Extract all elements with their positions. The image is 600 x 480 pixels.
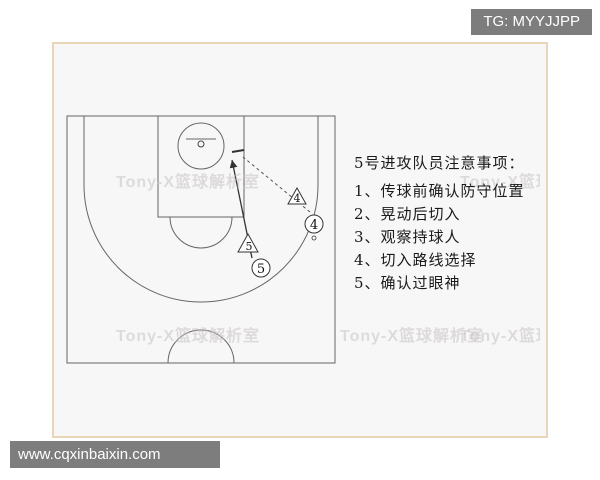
notes-item: 3、观察持球人 (354, 228, 461, 246)
defender-4-triangle (287, 186, 307, 205)
defender-5-triangle (237, 232, 259, 253)
watermark-text: Tony-X篮球解析室 (340, 328, 485, 345)
offense-5-circle (251, 258, 271, 278)
offense-4-circle (304, 214, 324, 234)
diagram-frame (52, 42, 548, 438)
free-throw-circle-upper (177, 122, 225, 147)
watermark-text: Tony-X篮球解析室 (116, 174, 261, 191)
notes-item: 5、确认过眼神 (354, 274, 461, 292)
free-throw-circle-lower (169, 216, 233, 249)
paint-key (157, 115, 245, 218)
defender-5-label: 5 (246, 240, 253, 253)
offense-4-label: 4 (310, 218, 318, 233)
rim (197, 140, 205, 148)
offense-4-dot (311, 235, 317, 241)
defender-4-label: 4 (294, 192, 301, 205)
notes-panel: 5号进攻队员注意事项： 1、传球前确认防守位置 2、晃动后切入 3、观察持球人 … (354, 152, 525, 295)
watermark-text: Tony-X篮球解析室 (460, 328, 540, 345)
notes-item: 2、晃动后切入 (354, 205, 461, 223)
top-right-tag: TG: MYYJJPP (471, 9, 592, 35)
center-circle (167, 329, 235, 364)
offense-5-label: 5 (257, 262, 265, 277)
notes-item: 4、切入路线选择 (354, 251, 477, 269)
screen-mark (231, 149, 245, 153)
watermark-text: Tony-X篮球解析室 (460, 174, 540, 191)
watermark-text: Tony-X篮球解析室 (116, 328, 261, 345)
notes-title: 5号进攻队员注意事项： (354, 154, 525, 172)
bottom-left-tag: www.cqxinbaixin.com (10, 441, 220, 468)
notes-item: 1、传球前确认防守位置 (354, 182, 525, 200)
three-point-arc (83, 184, 319, 303)
restricted-arc (177, 145, 225, 170)
